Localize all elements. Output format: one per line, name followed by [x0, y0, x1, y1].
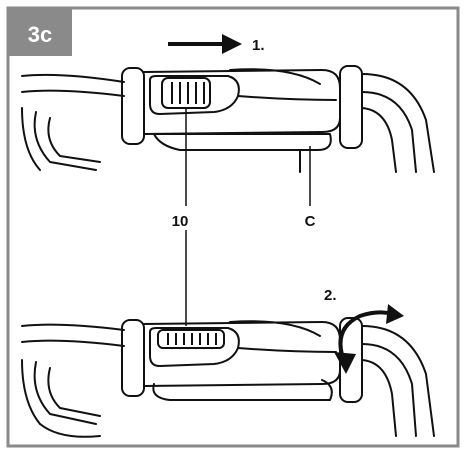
step-2-label: 2. [324, 287, 337, 304]
right-arrow-icon [168, 34, 242, 54]
grip-button-slid-icon [157, 329, 225, 349]
bottom-handle-illustration [21, 317, 435, 438]
top-handle-illustration [21, 65, 435, 173]
callout-letter: C [305, 213, 316, 230]
rotate-arrow-icon [334, 304, 404, 374]
callout-number: 10 [172, 213, 189, 230]
figure-label: 3c [28, 22, 52, 47]
step-1-label: 1. [252, 37, 265, 54]
figure-label-tab: 3c [8, 8, 72, 56]
figure-border [6, 6, 460, 448]
grip-button-icon [161, 77, 211, 109]
